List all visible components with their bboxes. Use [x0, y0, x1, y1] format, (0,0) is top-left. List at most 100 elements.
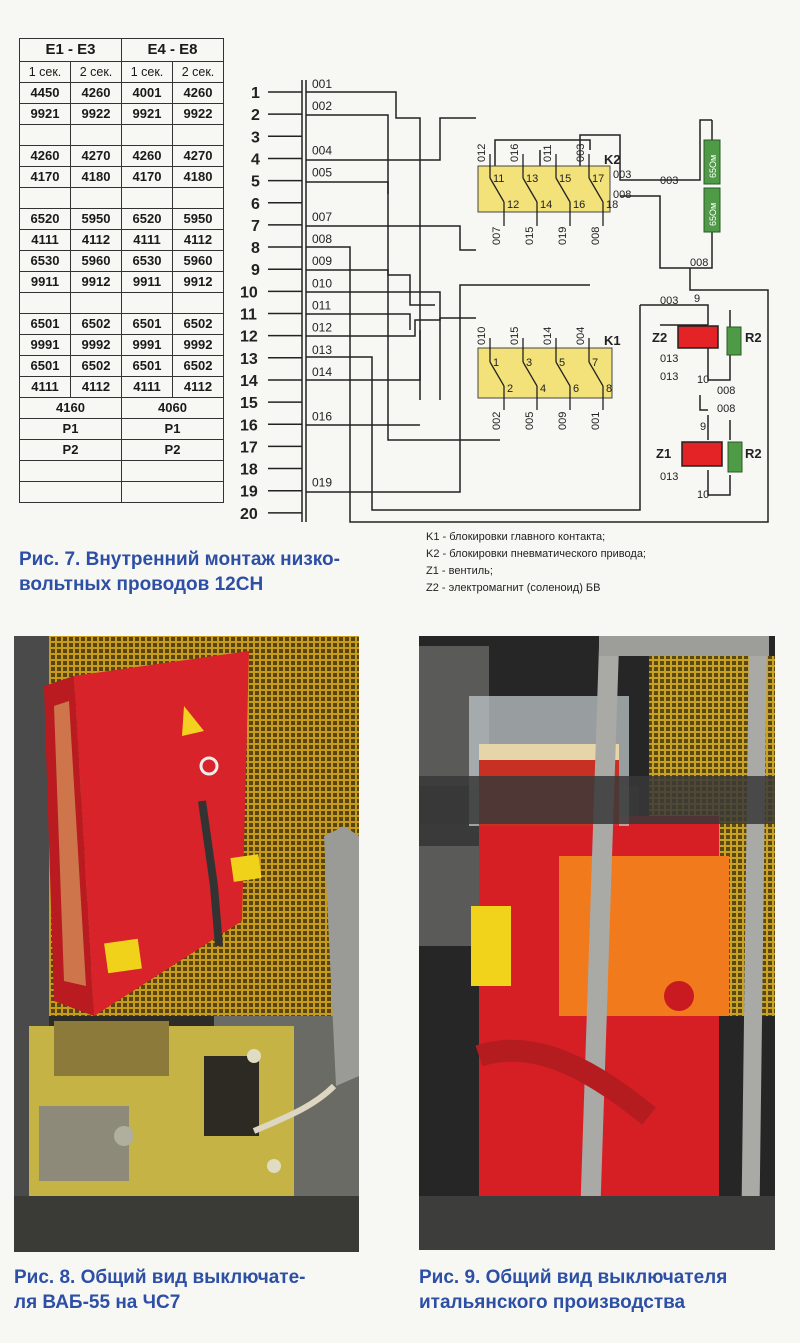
- wire-label: 005: [312, 166, 332, 180]
- legend-item: Z2 - электромагнит (соленоид) БВ: [426, 582, 601, 594]
- wiring-table: E1 - E3 E4 - E8 1 сек. 2 сек. 1 сек. 2 с…: [19, 38, 224, 503]
- figure-9-caption: Рис. 9. Общий вид выключателя итальянско…: [419, 1265, 727, 1315]
- terminal-label: 20: [240, 506, 258, 523]
- terminal-label: 3: [251, 129, 260, 146]
- contact-number: 14: [540, 199, 552, 211]
- relay-k2-label: K2: [604, 152, 621, 167]
- table-row: [19, 124, 224, 146]
- caption-line: вольтных проводов 12СН: [19, 574, 264, 595]
- relay-k1-label: K1: [604, 333, 621, 348]
- contact-number: 7: [592, 357, 598, 369]
- wire-label: 008: [717, 385, 735, 397]
- table-cell: 9922: [70, 103, 122, 125]
- table-cell: 4170: [19, 166, 71, 188]
- table-row: [19, 187, 224, 209]
- k2-side-wire: 008: [613, 189, 631, 201]
- wire-label: 019: [312, 476, 332, 490]
- terminal-label: 16: [240, 417, 258, 434]
- wire-label: 013: [660, 471, 678, 483]
- wire-label: 008: [690, 257, 708, 269]
- contact-number: 2: [507, 383, 513, 395]
- table-header: E4 - E8: [121, 38, 224, 62]
- photo-vab-55-illustration: [14, 636, 359, 1252]
- contact-number: 6: [573, 383, 579, 395]
- terminal-label: 2: [251, 107, 260, 124]
- relay-wire-label: 019: [557, 227, 569, 245]
- contact-number: 8: [606, 383, 612, 395]
- table-cell: 9992: [70, 334, 122, 356]
- table-cell: 6520: [121, 208, 173, 230]
- valve-z1: Z1 R2 9 10 008 008 013: [656, 385, 762, 501]
- terminal-label: 5: [251, 174, 260, 191]
- terminal-label: 18: [240, 462, 258, 479]
- resistor-value: 65Ом: [708, 155, 718, 178]
- wire-label: 016: [312, 409, 332, 423]
- legend-item: K1 - блокировки главного контакта;: [426, 531, 606, 543]
- table-cell: 6530: [19, 250, 71, 272]
- contact-number: 15: [559, 173, 571, 185]
- table-cell: P1: [19, 418, 122, 440]
- wire-label: 003: [660, 175, 678, 187]
- table-cell: 6530: [121, 250, 173, 272]
- table-cell: 4111: [121, 376, 173, 398]
- relay-wire-label: 005: [524, 412, 536, 430]
- legend-item: Z1 - вентиль;: [426, 565, 493, 577]
- node-label: 9: [700, 421, 706, 433]
- wire-label: 001: [312, 77, 332, 91]
- wire-label: 013: [660, 353, 678, 365]
- caption-line: итальянского производства: [419, 1292, 686, 1313]
- caption-line: ля ВАБ-55 на ЧС7: [14, 1292, 181, 1313]
- wire-label: 013: [660, 371, 678, 383]
- relay-wire-label: 016: [509, 144, 521, 162]
- relay-wire-label: 007: [491, 227, 503, 245]
- table-cell: 9921: [19, 103, 71, 125]
- resistor-value: 65Ом: [708, 203, 718, 226]
- relay-wire-label: 010: [476, 327, 488, 345]
- table-cell: 4260: [172, 82, 224, 104]
- wire-lines: [268, 80, 769, 523]
- node-label: 9: [694, 293, 700, 305]
- table-cell: 6502: [172, 313, 224, 335]
- contact-number: 13: [526, 173, 538, 185]
- contact-number: 4: [540, 383, 546, 395]
- table-cell: 6501: [121, 355, 173, 377]
- terminal-label: 9: [251, 262, 260, 279]
- resistors-65-ohm: 65Ом 65Ом 003 008: [660, 139, 721, 269]
- z1-resistor-label: R2: [745, 446, 762, 461]
- terminal-label: 19: [240, 484, 258, 501]
- terminal-label: 7: [251, 218, 260, 235]
- table-cell: 4260: [70, 82, 122, 104]
- figure-7-caption: Рис. 7. Внутренний монтаж низко- вольтны…: [19, 547, 340, 597]
- wire-label: 013: [312, 343, 332, 357]
- terminal-label: 6: [251, 196, 260, 213]
- solenoid-z2: Z2 R2 9 10 003 013 013: [652, 293, 762, 386]
- node-label: 10: [697, 374, 709, 386]
- contact-number: 1: [493, 357, 499, 369]
- contact-number: 17: [592, 173, 604, 185]
- caption-line: Рис. 8. Общий вид выключате-: [14, 1267, 306, 1288]
- terminal-label: 4: [251, 151, 260, 168]
- table-cell: 4112: [172, 229, 224, 251]
- figure-8-caption: Рис. 8. Общий вид выключате- ля ВАБ-55 н…: [14, 1265, 306, 1315]
- terminal-label: 1: [251, 85, 260, 102]
- terminal-label: 8: [251, 240, 260, 257]
- caption-line: Рис. 7. Внутренний монтаж низко-: [19, 549, 340, 570]
- relay-wire-label: 015: [524, 227, 536, 245]
- wire-label: 008: [312, 232, 332, 246]
- contact-number: 16: [573, 199, 585, 211]
- wire-label: 007: [312, 210, 332, 224]
- terminal-label: 12: [240, 329, 258, 346]
- z2-label: Z2: [652, 330, 667, 345]
- contact-number: 11: [493, 173, 504, 185]
- wire-labels: 0010020040050070080090100110120130140160…: [312, 77, 332, 490]
- wire-label: 004: [312, 143, 332, 157]
